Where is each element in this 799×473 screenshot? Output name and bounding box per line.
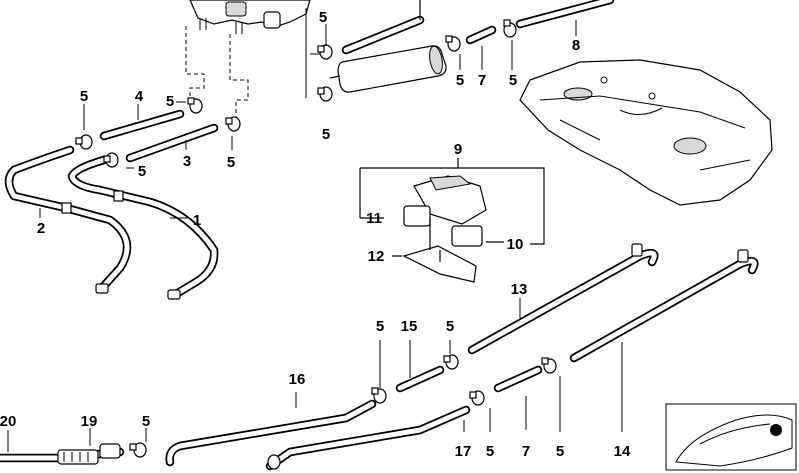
clamp-left-1 (75, 134, 93, 150)
part-label-20: 20 (0, 413, 16, 430)
clamp-mid-1 (371, 387, 387, 404)
part-label-10: 10 (507, 236, 524, 253)
fuel-filter (329, 45, 447, 93)
part-label-17: 17 (455, 443, 472, 460)
vehicle-locator-thumbnail (665, 403, 797, 471)
part-label-5: 5 (142, 413, 150, 430)
hose-1 (67, 155, 219, 300)
part-label-5: 5 (446, 318, 454, 335)
part-label-5: 5 (509, 72, 517, 89)
clamp-top-2 (317, 86, 333, 102)
clamp-left-3 (103, 152, 119, 168)
part-label-3: 3 (183, 153, 191, 170)
part-label-19: 19 (81, 413, 98, 430)
part-label-1: 1 (193, 212, 201, 229)
part-label-7: 7 (478, 72, 486, 89)
part-label-2: 2 (37, 220, 45, 237)
clamp-bottom-1 (129, 442, 147, 458)
clamp-left-2 (187, 97, 203, 114)
part-label-5: 5 (456, 72, 464, 89)
clamp-mid-2 (443, 354, 459, 370)
part-label-5: 5 (319, 9, 327, 26)
part-label-14: 14 (614, 443, 631, 460)
clamp-top-3 (445, 35, 461, 52)
clamp-top-1 (317, 44, 333, 60)
hose-2 (4, 145, 132, 294)
part-label-8: 8 (572, 37, 580, 54)
clamp-mid-3 (469, 390, 485, 406)
fuel-filter-head-assembly (185, 0, 311, 118)
part-label-5: 5 (80, 88, 88, 105)
clamp-bottom-2 (267, 454, 281, 470)
part-label-11: 11 (366, 210, 382, 227)
clamp-top-4 (503, 19, 517, 38)
part-label-7: 7 (522, 443, 530, 460)
part-label-4: 4 (135, 88, 144, 105)
part-label-13: 13 (511, 281, 528, 298)
part-label-12: 12 (368, 248, 385, 265)
part-label-9: 9 (454, 141, 462, 158)
part-label-5: 5 (486, 443, 494, 460)
clamp-left-4 (225, 116, 241, 132)
part-label-5: 5 (322, 126, 330, 143)
part-label-5: 5 (166, 93, 174, 110)
part-label-5: 5 (556, 443, 564, 460)
part-label-5: 5 (227, 154, 235, 171)
part-label-16: 16 (289, 371, 306, 388)
part-label-15: 15 (401, 318, 418, 335)
clamp-mid-4 (541, 357, 557, 374)
part-label-5: 5 (376, 318, 384, 335)
fuel-tank (519, 59, 773, 206)
bracket-assembly (359, 158, 545, 283)
part-label-5: 5 (138, 163, 146, 180)
